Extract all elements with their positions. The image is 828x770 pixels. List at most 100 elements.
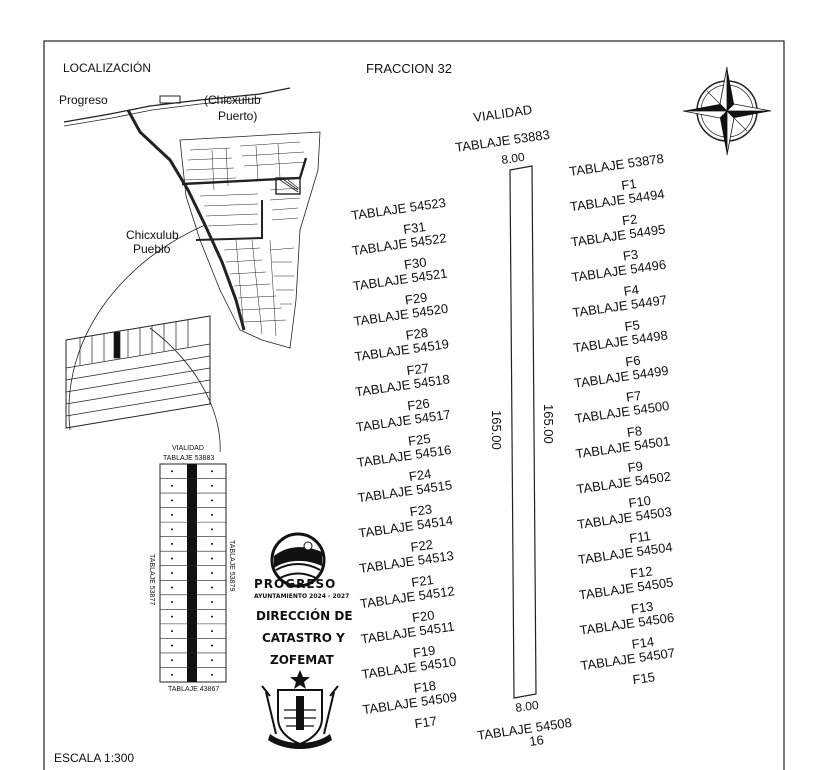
key-plan-label-right: TABLAJE 53879 <box>228 540 235 591</box>
right-lot-2-fraction: F2 <box>621 211 638 228</box>
map-label-chicxulub-puerto-2: Puerto) <box>218 109 257 123</box>
key-plan-lot-marker <box>211 542 213 545</box>
right-lot-6-tablaje: TABLAJE 54498 <box>572 327 668 355</box>
map-label-chicxulub-puerto-1: (Chicxulub <box>204 93 261 107</box>
fraction-callout-box <box>275 177 301 195</box>
scale-label: ESCALA 1:300 <box>54 751 134 765</box>
road-strip-outline <box>509 165 537 699</box>
left-lot-15-fraction: F17 <box>414 713 438 731</box>
key-plan-label-left: TABLAJE 53877 <box>148 554 155 605</box>
left-lot-8-fraction: F24 <box>408 466 432 484</box>
key-plan-lot-marker <box>211 513 213 516</box>
road-tablaje: TABLAJE 53883 <box>454 127 550 155</box>
leader-arc-lower <box>149 327 221 453</box>
left-lot-11-tablaje: TABLAJE 54513 <box>358 548 454 576</box>
main-road <box>126 109 246 331</box>
key-plan-label-top: TABLAJE 53883 <box>163 455 214 462</box>
road-name: VIALIDAD <box>472 102 533 125</box>
left-lot-10-fraction: F22 <box>410 537 434 555</box>
key-plan-lot-marker <box>171 586 173 589</box>
left-lot-12-tablaje: TABLAJE 54512 <box>359 583 455 611</box>
key-plan-lot-marker <box>211 470 213 473</box>
right-lot-9-tablaje: TABLAJE 54501 <box>575 433 671 461</box>
coat-of-arms-icon <box>261 670 339 749</box>
key-plan-lot-marker <box>211 615 213 618</box>
bottom-tablaje: TABLAJE 54508 <box>476 715 572 743</box>
key-plan-lot-marker <box>211 586 213 589</box>
right-lot-7-fraction: F7 <box>625 388 642 405</box>
key-plan-lot-marker <box>171 659 173 662</box>
key-plan-lot-marker <box>171 499 173 502</box>
key-plan-lot-marker <box>171 528 173 531</box>
location-title: LOCALIZACIÓN <box>63 60 151 75</box>
key-plan-lot-marker <box>211 499 213 502</box>
key-plan-label-vialidad: VIALIDAD <box>172 445 204 452</box>
left-lot-5-tablaje: TABLAJE 54519 <box>354 336 450 364</box>
key-plan-road <box>187 464 197 682</box>
sheet-frame <box>43 40 785 770</box>
length-left: 165.00 <box>489 410 504 450</box>
left-lot-3-tablaje: TABLAJE 54521 <box>352 265 448 293</box>
key-plan-lot-marker <box>171 557 173 560</box>
left-lot-12-fraction: F20 <box>411 607 435 625</box>
right-lot-12-fraction: F12 <box>629 563 653 581</box>
left-lot-10-tablaje: TABLAJE 54514 <box>358 513 454 541</box>
right-lot-11-fraction: F11 <box>628 528 651 546</box>
key-plan-label-bottom: TABLAJE 43867 <box>168 686 219 693</box>
key-plan <box>159 463 227 683</box>
left-lot-1-fraction: F31 <box>402 219 426 237</box>
right-lot-3-fraction: F3 <box>622 247 639 264</box>
parcel-area-outline <box>179 131 321 349</box>
key-plan-lot-marker <box>171 615 173 618</box>
village-road <box>195 200 263 241</box>
office-line-2: CATASTRO Y <box>262 631 345 645</box>
key-plan-lot-marker <box>211 659 213 662</box>
right-lot-4-tablaje: TABLAJE 54496 <box>571 257 667 285</box>
leader-arc-upper <box>68 224 206 431</box>
right-lot-7-tablaje: TABLAJE 54499 <box>573 363 669 391</box>
left-lot-1-tablaje: TABLAJE 54523 <box>350 195 446 223</box>
left-lot-4-fraction: F28 <box>405 325 429 343</box>
key-plan-lot-marker <box>171 470 173 473</box>
bottom-fraction: 16 <box>528 732 544 749</box>
key-plan-lot-marker <box>171 513 173 516</box>
left-lot-7-fraction: F25 <box>407 431 431 449</box>
right-lot-14-fraction: F14 <box>631 634 655 652</box>
map-label-progreso: Progreso <box>59 93 108 107</box>
location-map <box>63 87 321 453</box>
right-lot-5-fraction: F5 <box>624 317 641 334</box>
north-arrow-icon <box>682 66 772 156</box>
progreso-logo <box>270 532 326 588</box>
width-top: 8.00 <box>500 150 525 167</box>
right-lot-8-tablaje: TABLAJE 54500 <box>574 398 670 426</box>
logo-subtitle: AYUNTAMIENTO 2024 - 2027 <box>254 593 349 600</box>
fraction-title: FRACCION 32 <box>366 61 452 76</box>
left-lot-11-fraction: F21 <box>410 572 434 590</box>
right-lot-9-fraction: F9 <box>627 458 644 475</box>
key-plan-lot-marker <box>211 673 213 676</box>
key-plan-lot-marker <box>211 601 213 604</box>
length-right: 165.00 <box>541 404 556 444</box>
right-lot-13-tablaje: TABLAJE 54505 <box>578 574 674 602</box>
right-lot-11-tablaje: TABLAJE 54503 <box>576 504 672 532</box>
right-lot-3-tablaje: TABLAJE 54495 <box>570 221 666 249</box>
right-lot-10-fraction: F10 <box>628 493 652 511</box>
left-lot-14-tablaje: TABLAJE 54510 <box>361 654 457 682</box>
parcel-grid <box>183 141 307 337</box>
left-lot-7-tablaje: TABLAJE 54517 <box>355 407 451 435</box>
key-plan-lot-marker <box>171 572 173 574</box>
width-bottom: 8.00 <box>514 698 539 715</box>
right-lot-8-fraction: F8 <box>626 423 643 440</box>
right-lot-15-tablaje: TABLAJE 54507 <box>580 645 676 673</box>
logo-word: PROGRESO <box>254 577 336 591</box>
office-line-1: DIRECCIÓN DE <box>256 608 353 623</box>
key-plan-lot-marker <box>171 630 173 633</box>
left-lot-9-tablaje: TABLAJE 54515 <box>357 477 453 505</box>
left-lot-4-tablaje: TABLAJE 54520 <box>353 301 449 329</box>
key-plan-lot-marker <box>171 644 173 647</box>
cross-road <box>181 157 308 186</box>
key-plan-lot-marker <box>171 601 173 604</box>
left-lot-2-tablaje: TABLAJE 54522 <box>351 230 447 258</box>
